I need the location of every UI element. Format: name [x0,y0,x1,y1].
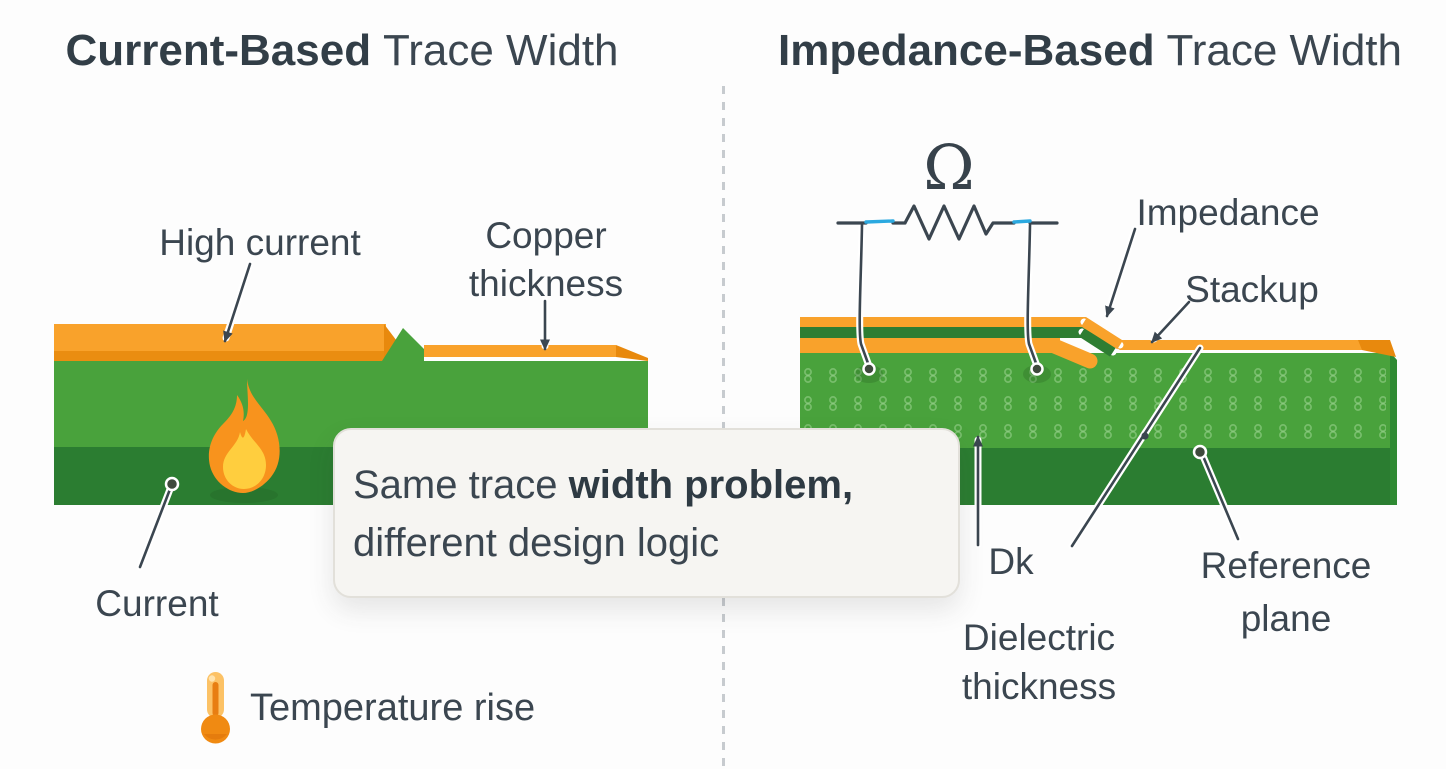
panel-divider [722,86,725,769]
thermometer-icon [201,672,230,744]
stackup-label: Stackup [1185,269,1319,310]
embedded-trace-layer [800,338,1060,353]
reference-plane-leader [1201,454,1240,541]
inner-green-strip [800,327,1084,338]
high-current-label: High current [159,222,361,263]
resistor-symbol [836,204,1059,376]
current-leader [138,482,174,569]
card-line-1: Same trace width problem, [353,463,854,507]
reference-plane-label: Reference plane [1200,545,1372,639]
left-probe-dot [862,362,876,376]
copper-thickness-label: Copper thickness [468,215,624,305]
dk-label: Dk [988,541,1034,582]
temperature-rise-label: Temperature rise [250,686,536,729]
right-title-bold: Impedance-Based [778,26,1155,75]
stackup-leader [1150,300,1191,344]
right-probe-dot [1030,362,1044,376]
impedance-leader [1105,227,1137,318]
left-blue-segment [864,219,895,224]
dielectric-thickness-label: Dielectric thickness [961,617,1117,707]
right-title-rest: Trace Width [1166,26,1402,75]
left-title-rest: Trace Width [382,26,619,75]
thin-copper-layer [424,345,616,357]
flame-icon [208,379,280,503]
card-line-2: different design logic [353,521,720,565]
right-blue-segment [1012,219,1032,224]
omega-symbol: Ω [923,131,975,204]
leader-lines [136,225,1242,571]
resistor-wire [836,204,1059,241]
dielectric-thickness-leader [1070,346,1202,548]
temperature-rise-row: Temperature rise [194,670,535,746]
left-title-bold: Current-Based [65,26,372,75]
current-label: Current [95,583,219,624]
high-current-leader [223,262,252,343]
impedance-label: Impedance [1136,192,1320,233]
message-card: Same trace width problem, different desi… [333,428,960,598]
